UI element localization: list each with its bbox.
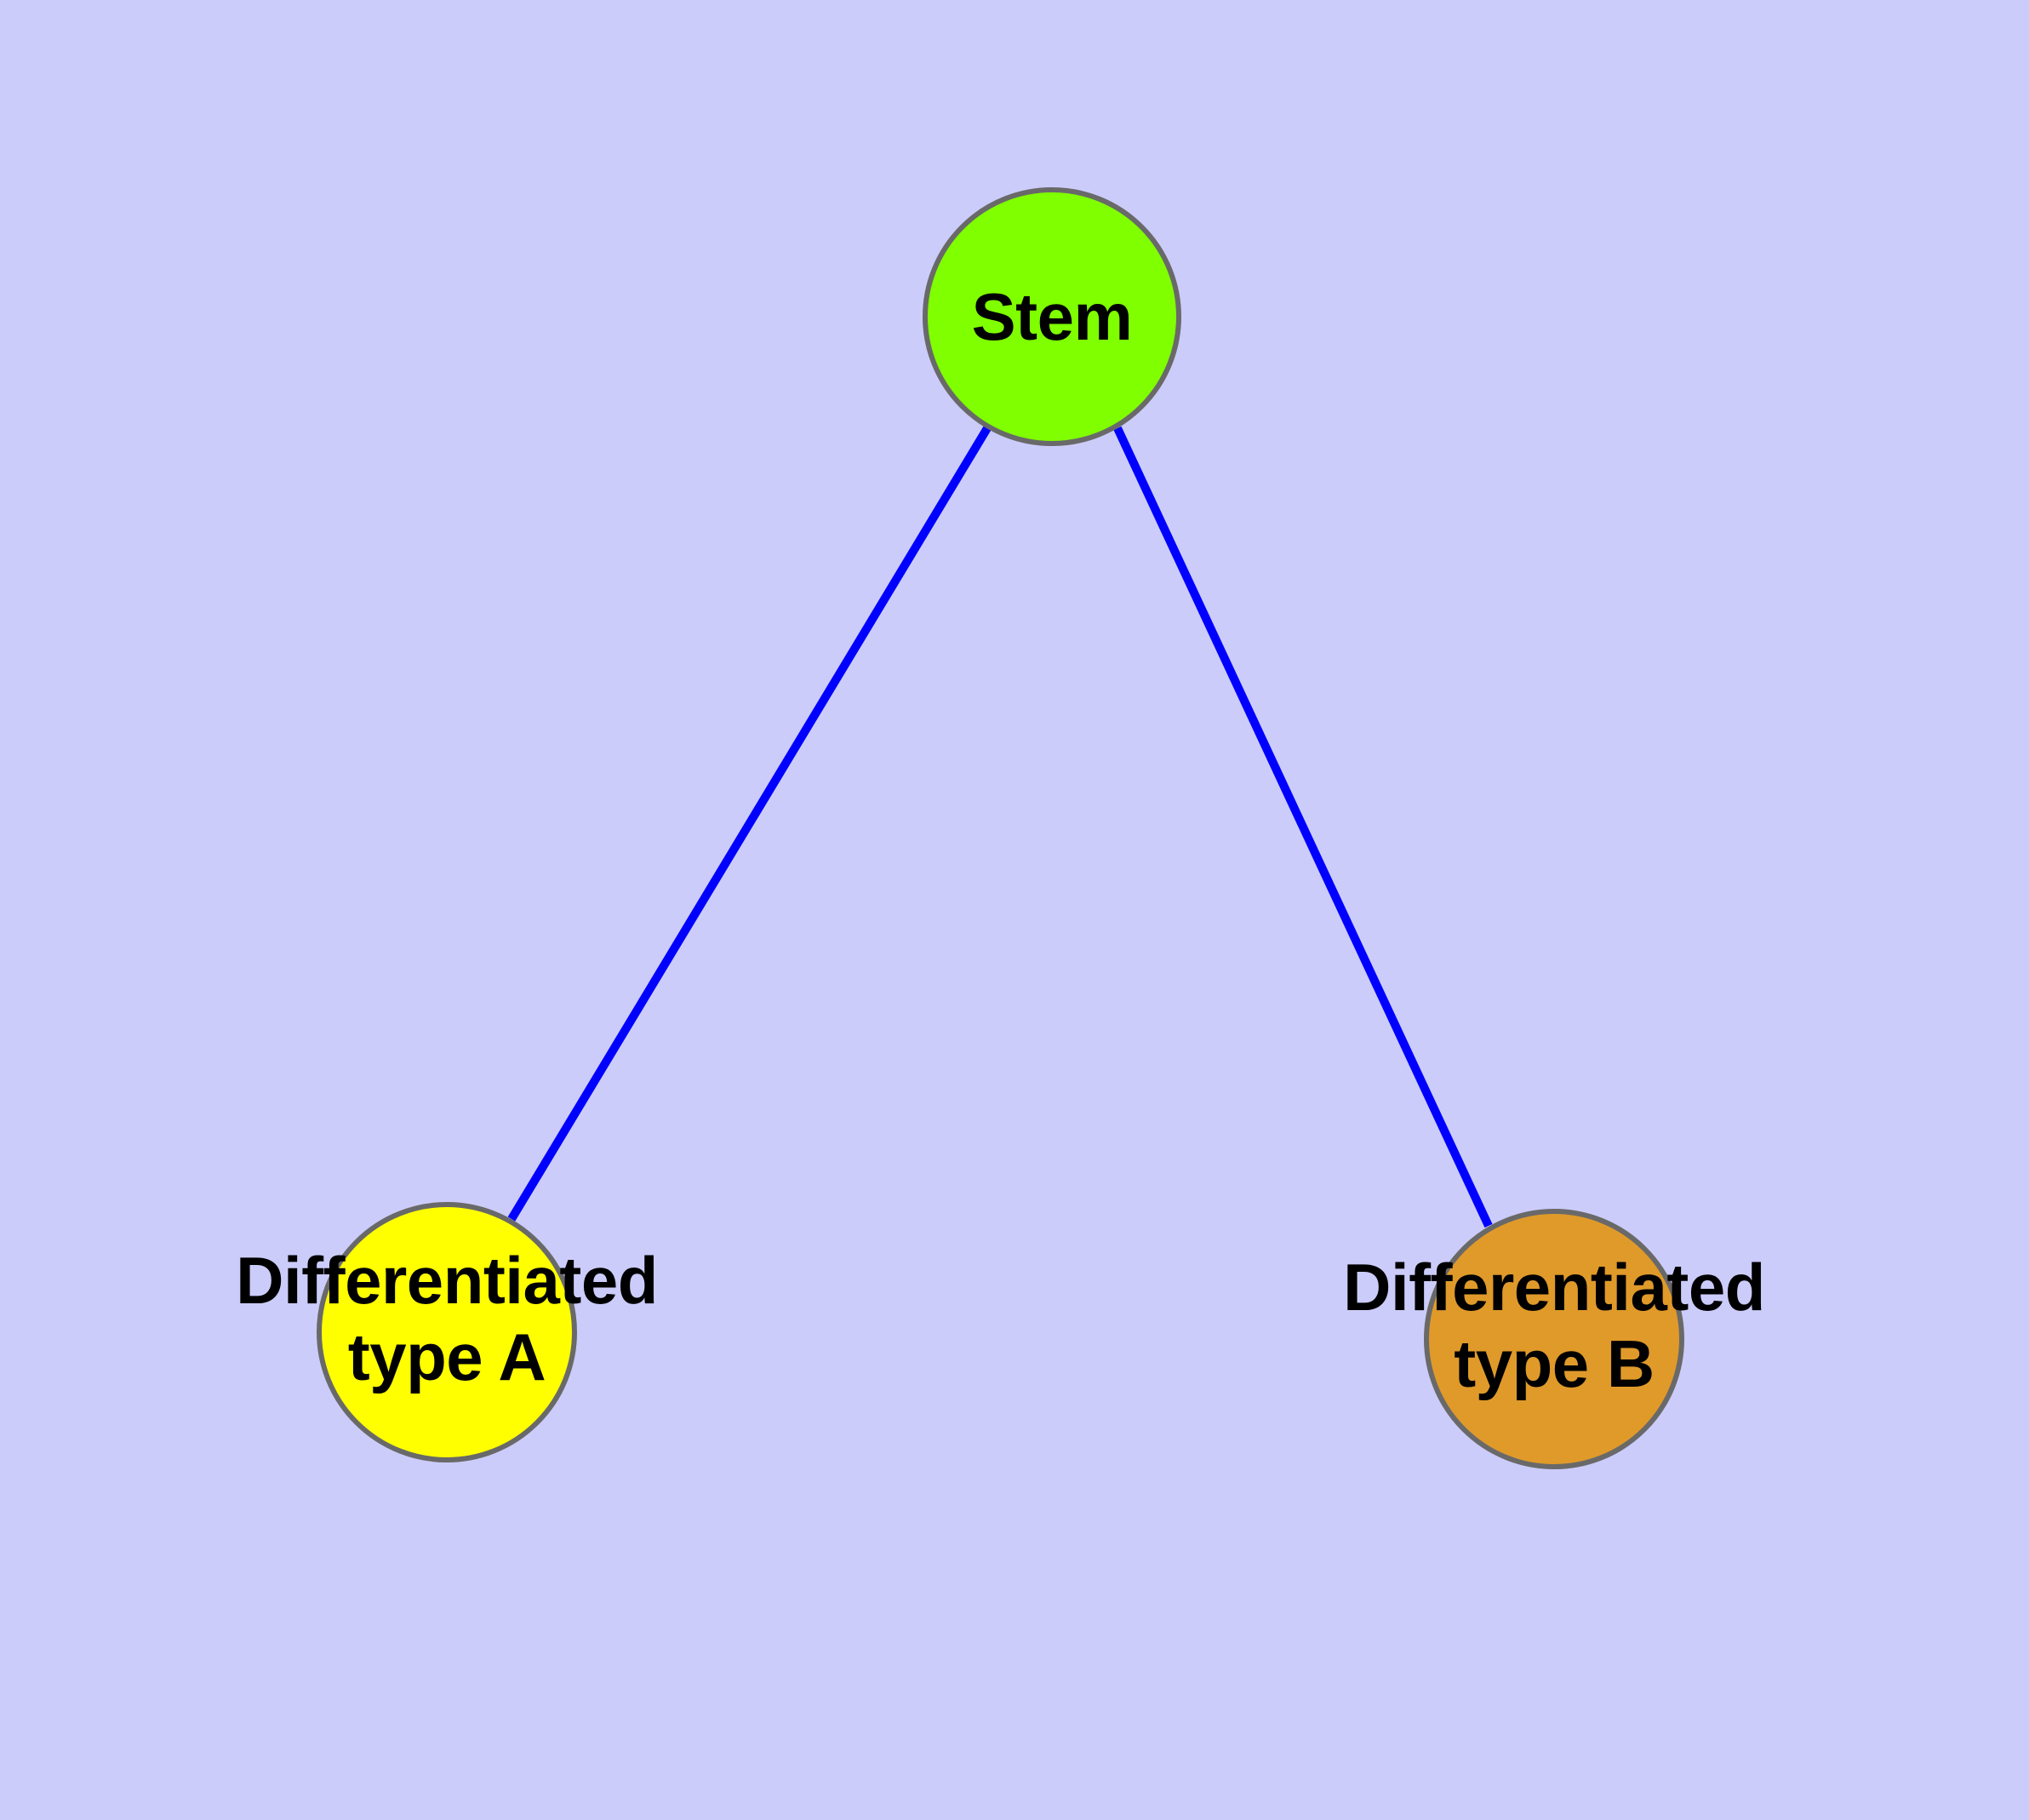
node-differentiated-type-b[interactable] (1424, 1209, 1684, 1469)
node-stem[interactable] (923, 187, 1181, 446)
node-differentiated-type-a[interactable] (317, 1202, 577, 1462)
edge-stem-to-diff-a[interactable] (507, 426, 992, 1222)
edge-stem-to-diff-b[interactable] (1113, 426, 1493, 1228)
